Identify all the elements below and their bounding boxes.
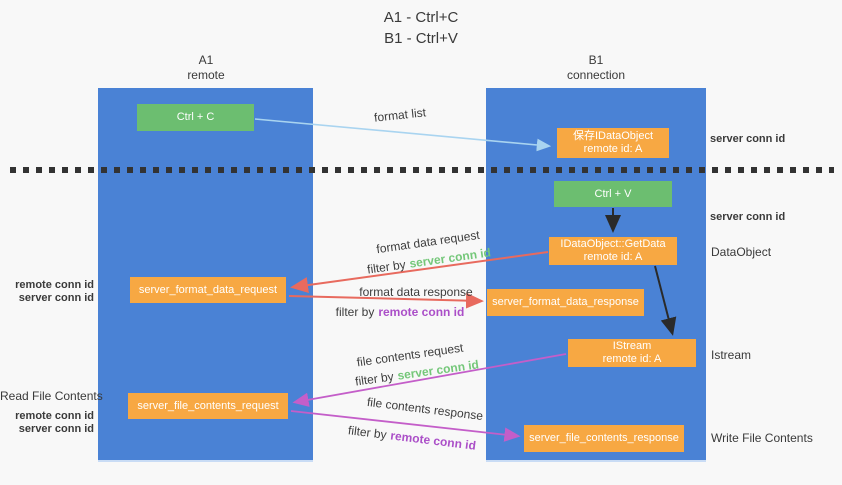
- node-server-format-data-response: server_format_data_response: [487, 289, 644, 316]
- diagram-title: A1 - Ctrl+C B1 - Ctrl+V: [0, 7, 842, 49]
- node-server-file-contents-response: server_file_contents_response: [524, 425, 684, 452]
- remote-conn-id-label-upper: remote conn id: [15, 279, 94, 291]
- remote-conn-id-label-lower: remote conn id: [15, 410, 94, 422]
- filter-by-text: filter by: [354, 369, 395, 389]
- node-ctrl-c-label: Ctrl + C: [176, 111, 215, 123]
- node-save-idataobject: 保存IDataObject remote id: A: [557, 128, 669, 158]
- remote-conn-id-text: remote conn id: [378, 305, 465, 319]
- write-file-contents-label: Write File Contents: [711, 431, 813, 445]
- lane-b1-name: B1: [588, 53, 604, 67]
- node-server-format-data-request: server_format_data_request: [130, 277, 286, 303]
- server-conn-id-label-lower: server conn id: [18, 423, 94, 435]
- node-file-request-label: server_file_contents_request: [137, 399, 279, 412]
- node-istream: IStream remote id: A: [568, 339, 696, 367]
- read-file-contents-label: Read File Contents: [0, 389, 103, 403]
- node-ctrl-v: Ctrl + V: [554, 181, 672, 207]
- node-ctrl-c: Ctrl + C: [137, 104, 254, 131]
- node-ctrl-v-label: Ctrl + V: [594, 187, 632, 200]
- format-list-label: format list: [373, 105, 427, 125]
- node-istream-line2: remote id: A: [602, 353, 662, 365]
- title-line-2: B1 - Ctrl+V: [384, 30, 458, 47]
- node-format-request-label: server_format_data_request: [138, 283, 278, 296]
- node-format-response-label: server_format_data_response: [492, 296, 639, 308]
- server-conn-id-label-top: server conn id: [710, 133, 786, 145]
- file-contents-response-label: file contents response: [366, 394, 484, 424]
- node-idataobject-getdata: IDataObject::GetData remote id: A: [549, 237, 677, 265]
- remote-conn-id-text: remote conn id: [389, 428, 477, 453]
- lane-header-b1: B1 connection: [536, 53, 656, 83]
- title-line-1: A1 - Ctrl+C: [383, 9, 459, 26]
- node-istream-line1: IStream: [612, 340, 652, 352]
- lane-a1-name: A1: [198, 53, 214, 67]
- format-data-response-label: format data response: [359, 285, 473, 299]
- lane-a1-role: remote: [187, 68, 225, 82]
- lane-header-a1: A1 remote: [146, 53, 266, 83]
- dataobject-label: DataObject: [711, 245, 772, 259]
- node-server-file-contents-request: server_file_contents_request: [128, 393, 288, 419]
- dotted-separator: [10, 167, 834, 173]
- node-save-idataobject-line2: remote id: A: [583, 143, 643, 155]
- istream-label: Istream: [711, 348, 752, 362]
- node-getdata-line2: remote id: A: [583, 251, 643, 263]
- server-conn-id-label-mid: server conn id: [710, 211, 786, 223]
- filter-by-text: filter by: [347, 423, 388, 442]
- node-file-response-label: server_file_contents_response: [529, 432, 679, 444]
- server-conn-id-label-upper: server conn id: [18, 292, 94, 304]
- filter-by-text: filter by: [366, 257, 407, 277]
- lane-b1-role: connection: [566, 68, 626, 82]
- node-getdata-line1: IDataObject::GetData: [560, 238, 666, 250]
- filter-by-text: filter by: [335, 305, 375, 319]
- node-save-idataobject-line1: 保存IDataObject: [572, 130, 654, 142]
